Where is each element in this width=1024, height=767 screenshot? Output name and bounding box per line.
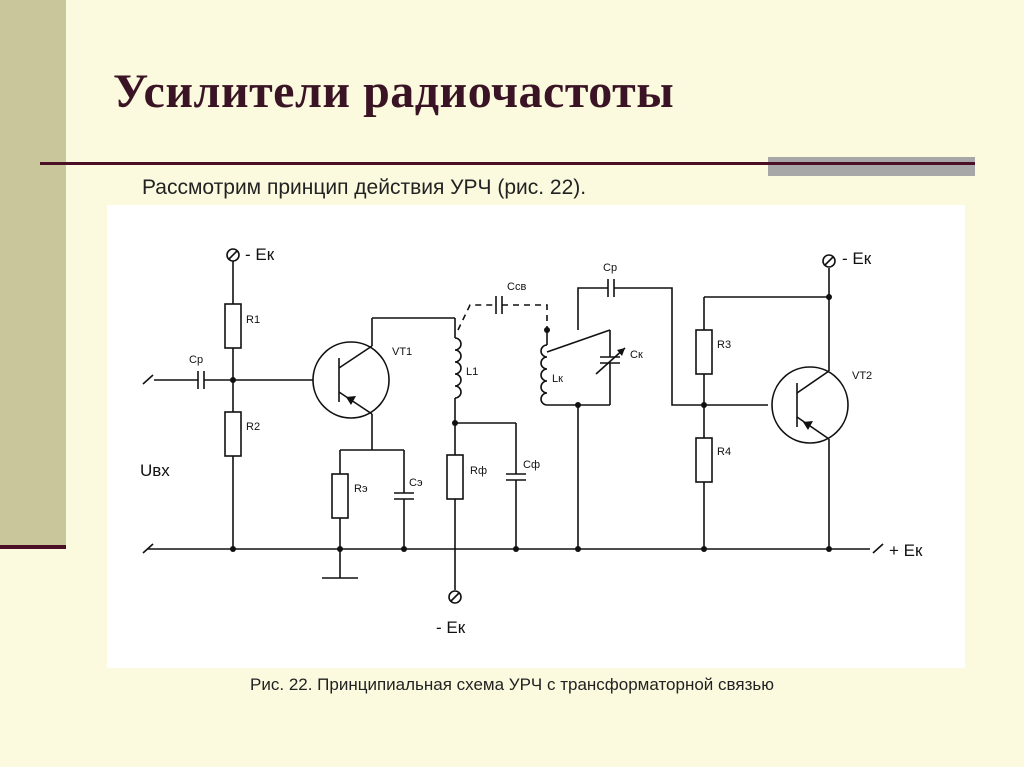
vt1-emitter-arrow: [346, 396, 356, 405]
left-decor-band: [0, 0, 66, 548]
junction-ground-3: [401, 546, 407, 552]
cf-label: Сф: [523, 459, 540, 471]
cp-out-wire-right: [614, 287, 768, 406]
ck-variable-arrowhead: [617, 348, 625, 356]
supply-neg-label-1: - Ек: [245, 245, 275, 264]
vt1-emitter-lead: [338, 391, 373, 415]
inductor-l1: [454, 337, 462, 399]
supply-terminal-1-slash: [228, 250, 238, 260]
junction-ground-6: [701, 546, 707, 552]
title-divider: [40, 162, 975, 165]
slide-title: Усилители радиочастоты: [113, 65, 675, 118]
supply-terminal-2-slash: [450, 592, 460, 602]
rf-label: Rф: [470, 465, 487, 477]
supply-pos-label: + Ек: [889, 541, 923, 560]
junction-ground-5: [575, 546, 581, 552]
input-terminal: [142, 374, 154, 385]
lk-label: Lк: [552, 373, 563, 385]
junction-base-1: [230, 377, 236, 383]
tank-top-wire: [546, 329, 611, 353]
resistor-rf: [446, 454, 464, 500]
transistor-vt2: [771, 366, 849, 444]
resistor-r4: [695, 437, 713, 483]
ccb-label: Ссв: [507, 281, 526, 293]
supply-terminal-3: [822, 254, 836, 268]
supply-terminal-3-slash: [824, 256, 834, 266]
junction-base-2: [701, 402, 707, 408]
vt2-emitter-lead: [796, 416, 830, 440]
ck-label: Ск: [630, 349, 643, 361]
r1-label: R1: [246, 314, 260, 326]
title-divider-accent: [768, 157, 975, 176]
circuit-schematic: + Ек Ср Uвх - Ек R1 R2 VT1 Rэ Сэ L1 Rф: [140, 245, 923, 637]
resistor-re: [331, 473, 349, 519]
supply-neg-label-2: - Ек: [436, 618, 466, 637]
ground-terminal-left: [142, 543, 154, 554]
vt2-collector-lead: [796, 370, 830, 394]
l1-label: L1: [466, 366, 478, 378]
vt2-emitter-arrow: [803, 421, 813, 430]
vt1-label: VT1: [392, 346, 412, 358]
r2-label: R2: [246, 421, 260, 433]
junction-ground-2: [337, 546, 343, 552]
r3-label: R3: [717, 339, 731, 351]
vt2-label: VT2: [852, 370, 872, 382]
resistor-r3: [695, 329, 713, 375]
junction-ground-1: [230, 546, 236, 552]
left-decor-band-edge: [0, 545, 66, 549]
vt1-collector-lead: [338, 345, 373, 369]
cp-out-wire-left: [577, 287, 608, 330]
supply-neg-label-3: - Ек: [842, 249, 872, 268]
junction-ground-4: [513, 546, 519, 552]
input-cap-label: Ср: [189, 354, 203, 366]
figure-caption: Рис. 22. Принципиальная схема УРЧ с тран…: [250, 675, 774, 694]
supply-terminal-2: [448, 590, 462, 604]
intro-text: Рассмотрим принцип действия УРЧ (рис. 22…: [142, 176, 587, 199]
cp-out-label: Ср: [603, 262, 617, 274]
ce-label: Сэ: [409, 477, 423, 489]
r4-label: R4: [717, 446, 731, 458]
circuit-diagram: + Ек Ср Uвх - Ек R1 R2 VT1 Rэ Сэ L1 Rф: [107, 205, 965, 668]
input-voltage-label: Uвх: [140, 461, 170, 480]
junction-ground-7: [826, 546, 832, 552]
transistor-vt1: [312, 341, 390, 419]
coupling-dashed-right: [502, 304, 548, 328]
resistor-r1: [224, 303, 242, 349]
inductor-lk: [540, 344, 548, 406]
re-label: Rэ: [354, 483, 368, 495]
coupling-dashed-left: [457, 304, 496, 331]
junction-supply-right: [826, 294, 832, 300]
title-divider-accent-line: [768, 162, 975, 165]
resistor-r2: [224, 411, 242, 457]
ground-terminal-right: [872, 543, 884, 554]
